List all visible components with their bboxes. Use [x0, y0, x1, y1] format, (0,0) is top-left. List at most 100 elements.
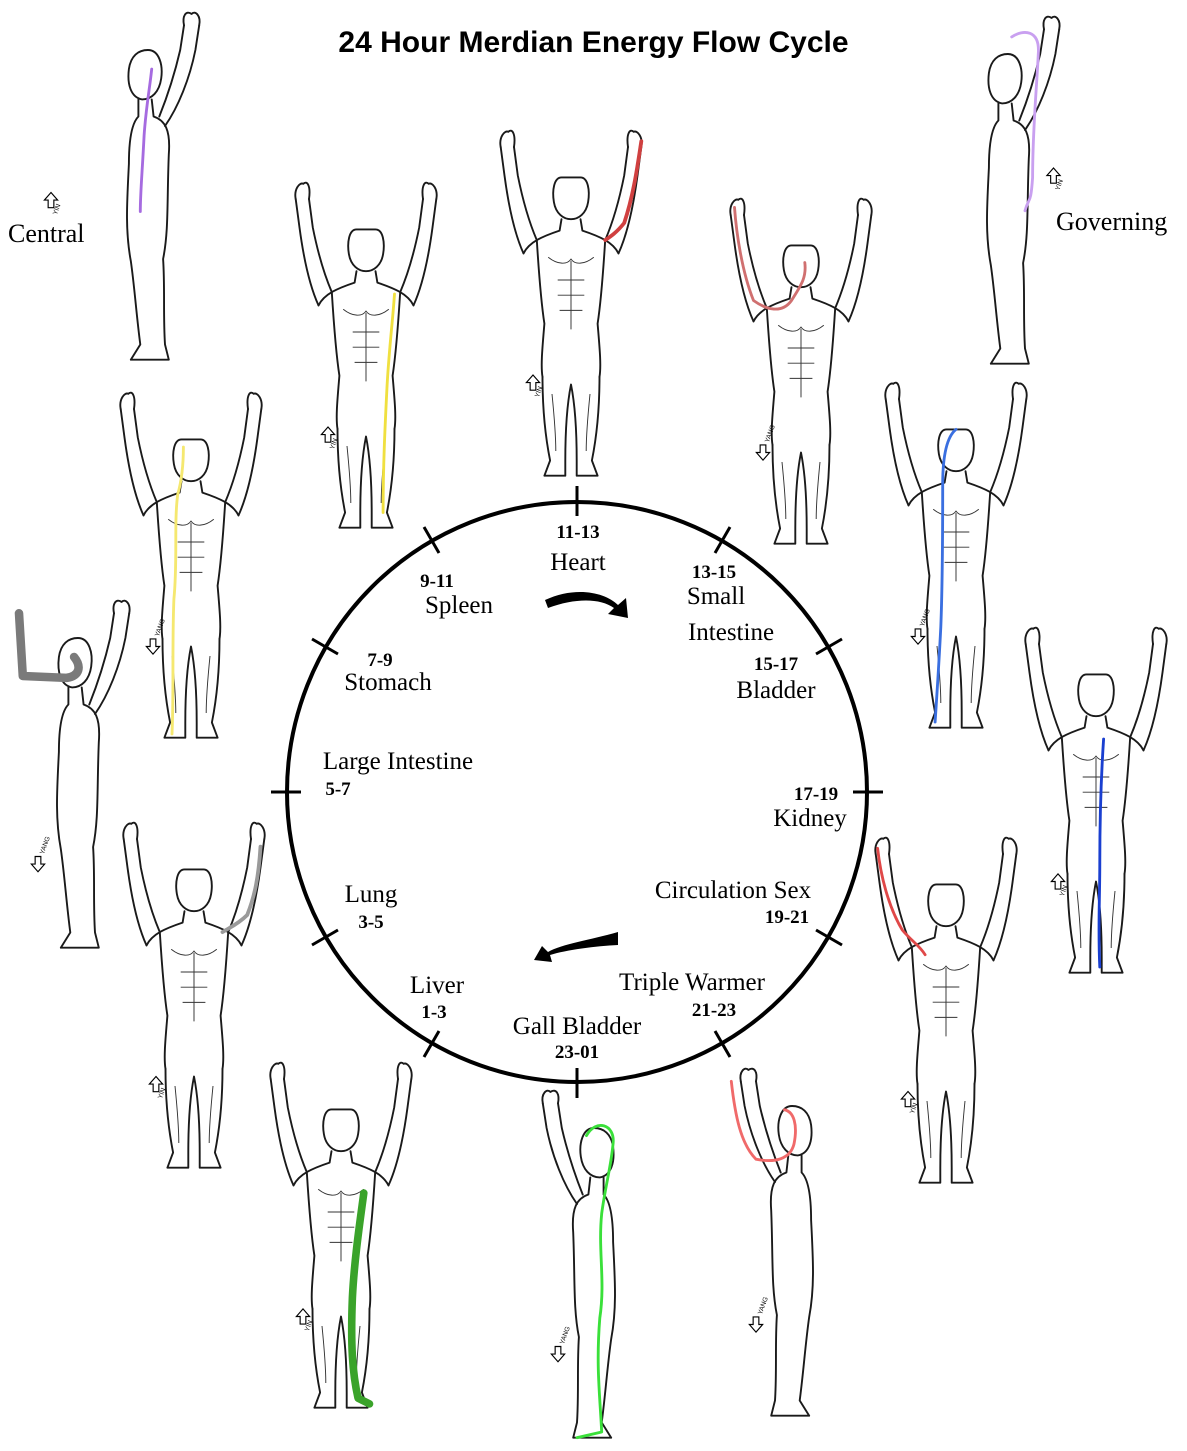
triple-warmer-figure: YANG — [731, 1069, 813, 1416]
body-detail — [943, 513, 970, 581]
clock-hours-label: 5-7 — [325, 779, 351, 800]
body-figures: YINYINYINYANGYINYANGYANGYINYANGYINYINYIN… — [19, 13, 1167, 1438]
body-detail — [927, 1101, 965, 1158]
body-outline — [543, 377, 600, 476]
body-outline — [323, 1109, 359, 1151]
arrow-down-icon — [31, 857, 44, 872]
body-outline — [573, 1177, 615, 1437]
body-outline — [375, 1079, 411, 1185]
clockwise-arrow-top — [545, 592, 628, 618]
body-detail — [172, 656, 210, 713]
body-outline — [542, 1091, 558, 1104]
heart-figure: YIN — [500, 131, 641, 476]
yang-tag: YANG — [39, 836, 52, 856]
body-outline — [553, 177, 589, 219]
body-outline — [1130, 644, 1166, 750]
meridian-line — [352, 1193, 370, 1404]
body-outline — [1078, 674, 1114, 716]
clock-circle — [287, 502, 867, 1082]
body-outline — [918, 1084, 975, 1183]
body-outline — [501, 147, 537, 253]
clock-hours-label: 11-13 — [556, 522, 599, 543]
clock-hours-label: 7-9 — [367, 650, 392, 671]
body-outline — [773, 445, 830, 544]
kidney-figure: YIN — [1025, 628, 1166, 973]
body-outline — [980, 854, 1016, 960]
central-figure: YIN — [44, 13, 199, 360]
meridian-line — [140, 69, 151, 212]
meridian-line — [577, 1125, 613, 1437]
body-detail — [782, 462, 820, 519]
body-outline — [740, 1069, 756, 1082]
clock-meridian-label: Kidney — [773, 805, 847, 832]
body-detail — [175, 1086, 213, 1143]
clock-meridian-label: Small — [687, 583, 745, 610]
body-outline — [500, 131, 641, 147]
governing-figure: YIN — [987, 17, 1065, 364]
body-outline — [886, 399, 922, 505]
clock-ticks — [271, 486, 883, 1098]
clock-meridian-label: Heart — [550, 549, 606, 576]
clock-meridian-label: Bladder — [736, 677, 816, 704]
body-outline — [987, 103, 1029, 363]
yang-tag: YANG — [764, 424, 777, 444]
clock-meridian-label: Gall Bladder — [513, 1013, 642, 1040]
body-outline — [730, 199, 871, 215]
body-outline — [313, 1309, 370, 1408]
clock-meridian-label: Spleen — [425, 592, 494, 619]
body-detail — [328, 1193, 355, 1261]
body-outline — [114, 601, 130, 614]
body-outline — [121, 409, 157, 515]
yang-tag: YANG — [559, 1326, 572, 1346]
body-outline — [1044, 17, 1060, 30]
body-outline — [1025, 628, 1166, 644]
body-detail — [937, 646, 975, 703]
stomach-figure: YANG — [120, 393, 261, 738]
body-outline — [124, 839, 160, 945]
arrow-down-icon — [749, 1317, 762, 1332]
body-outline — [885, 383, 1026, 399]
clock-hours-label: 9-11 — [420, 571, 454, 592]
body-outline — [166, 1069, 223, 1168]
body-outline — [120, 393, 261, 409]
liver-figure: YIN — [270, 1063, 411, 1408]
body-outline — [296, 199, 332, 305]
bladder-figure: YANG — [885, 383, 1026, 728]
gall-bladder-figure: YANG — [542, 1091, 615, 1438]
clock-meridian-label: Stomach — [344, 669, 432, 696]
clock-meridian-label: Circulation Sex — [655, 877, 812, 904]
yang-tag: YANG — [919, 608, 932, 628]
clock-hours-label: 19-21 — [765, 907, 809, 928]
body-detail — [1083, 758, 1110, 826]
small-intestine-figure: YANG — [730, 199, 871, 544]
lung-figure: YIN — [123, 823, 264, 1168]
body-outline — [176, 869, 212, 911]
body-outline — [270, 1063, 411, 1079]
body-outline — [271, 1079, 307, 1185]
body-outline — [928, 884, 964, 926]
body-outline — [990, 399, 1026, 505]
body-outline — [543, 1103, 583, 1204]
clock-hours-label: 23-01 — [555, 1042, 599, 1063]
meridian-line — [878, 848, 926, 954]
clock-meridian-label: Liver — [410, 972, 465, 999]
clockwise-arrow-bottom — [534, 932, 618, 962]
body-outline — [741, 1081, 781, 1182]
clock-meridian-label: Triple Warmer — [619, 969, 766, 996]
meridian-line — [172, 447, 183, 734]
body-outline — [89, 613, 129, 714]
meridian-line — [19, 613, 79, 678]
body-detail — [1077, 891, 1115, 948]
arrow-down-icon — [911, 629, 924, 644]
body-detail — [181, 953, 208, 1021]
circulation-sex-figure: YIN — [875, 838, 1016, 1183]
body-detail — [347, 446, 385, 503]
body-outline — [128, 50, 161, 99]
body-detail — [353, 313, 380, 381]
body-outline — [1068, 874, 1125, 973]
body-outline — [295, 183, 436, 199]
clock-meridian-label: Large Intestine — [323, 748, 473, 775]
body-outline — [127, 99, 169, 359]
